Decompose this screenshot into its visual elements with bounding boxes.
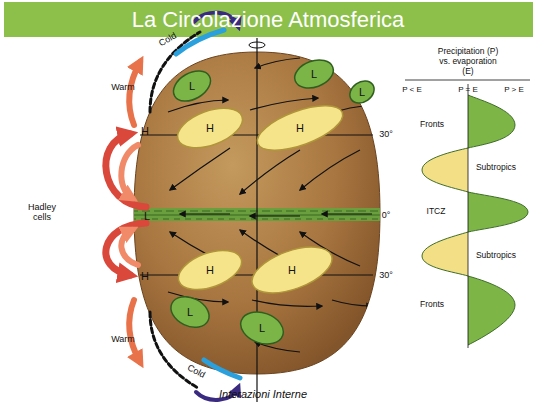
axis-label: P > E	[504, 86, 524, 95]
cell-label: Hadley cells	[22, 202, 62, 223]
warm-air-arrow	[129, 62, 140, 125]
high-pressure-cell: H	[248, 226, 336, 314]
wind-arrow	[300, 150, 360, 190]
equator-band	[130, 208, 386, 221]
chart-heading: Precipitation (P) vs. evaporation (E)	[435, 47, 501, 76]
wind-arrow	[252, 300, 322, 306]
low-pressure-cell: L	[168, 290, 212, 334]
latitude-label: 0°	[382, 211, 391, 221]
balance-axis	[468, 84, 469, 348]
wind-arrow	[170, 148, 230, 190]
cold-air-band	[176, 30, 224, 54]
pressure-symbol: L	[238, 304, 286, 352]
high-pressure-cell: H	[174, 92, 246, 164]
low-pressure-cell: L	[238, 304, 286, 352]
front-label: Warm	[111, 83, 135, 93]
high-pressure-cell: H	[253, 81, 347, 175]
caption: Interazioni Interne	[219, 388, 307, 400]
low-pressure-cell: L	[347, 77, 377, 107]
warm-air-arrow	[129, 300, 140, 362]
cold-air-band	[204, 360, 240, 378]
equator-stripe	[130, 219, 386, 220]
cell-ellipse	[166, 291, 214, 333]
low-pressure-cell: L	[292, 52, 336, 96]
low-pressure-cell: L	[170, 64, 214, 108]
pressure-label: H	[141, 270, 149, 282]
equator-stripe	[130, 211, 386, 212]
latitude-label: 30°	[379, 130, 393, 140]
pressure-symbol: L	[170, 64, 214, 108]
zone-label: Fronts	[420, 300, 444, 309]
slide-title: La Circolazione Atmosferica	[132, 8, 405, 32]
hadley-cells	[106, 134, 146, 275]
globe-features	[130, 58, 386, 352]
wind-arrow	[255, 58, 300, 68]
pressure-symbol: L	[292, 52, 336, 96]
hadley-arrow	[106, 134, 146, 207]
pressure-label: H	[141, 125, 149, 137]
zone-label: Subtropics	[476, 251, 516, 260]
front-label: Warm	[111, 335, 135, 345]
pressure-symbol: H	[174, 92, 246, 164]
hadley-arrow	[121, 145, 138, 198]
polar-fronts	[129, 13, 240, 400]
wind-arrow	[240, 150, 300, 194]
axis-label: P < E	[402, 86, 422, 95]
zone-label: Subtropics	[476, 163, 516, 172]
rotation-symbol	[249, 42, 265, 48]
axis-label: P = E	[458, 86, 478, 95]
hadley-arrow	[121, 230, 138, 265]
equator-stripe	[130, 215, 386, 216]
pressure-label: L	[144, 210, 150, 222]
wind-arrow	[180, 213, 230, 214]
latitude-label: 30°	[379, 271, 393, 281]
cell-ellipse	[346, 76, 379, 107]
high-pressure-cell: H	[175, 235, 245, 305]
cell-ellipse	[168, 65, 216, 108]
zone-label: ITCZ	[427, 207, 446, 216]
pressure-symbol: H	[253, 81, 347, 175]
zone-label: Fronts	[420, 120, 444, 129]
pressure-symbol: L	[168, 290, 212, 334]
precipitation-chart	[405, 80, 530, 348]
surplus-area	[468, 95, 528, 345]
wind-arrow	[322, 213, 372, 214]
chart-rule	[405, 80, 530, 81]
pressure-symbol: L	[347, 77, 377, 107]
pressure-symbol: H	[175, 235, 245, 305]
rotation-axis	[256, 38, 257, 402]
pressure-symbol: H	[248, 226, 336, 314]
hadley-arrow	[106, 223, 146, 275]
title-band	[4, 2, 533, 37]
wind-arrow	[332, 300, 372, 306]
